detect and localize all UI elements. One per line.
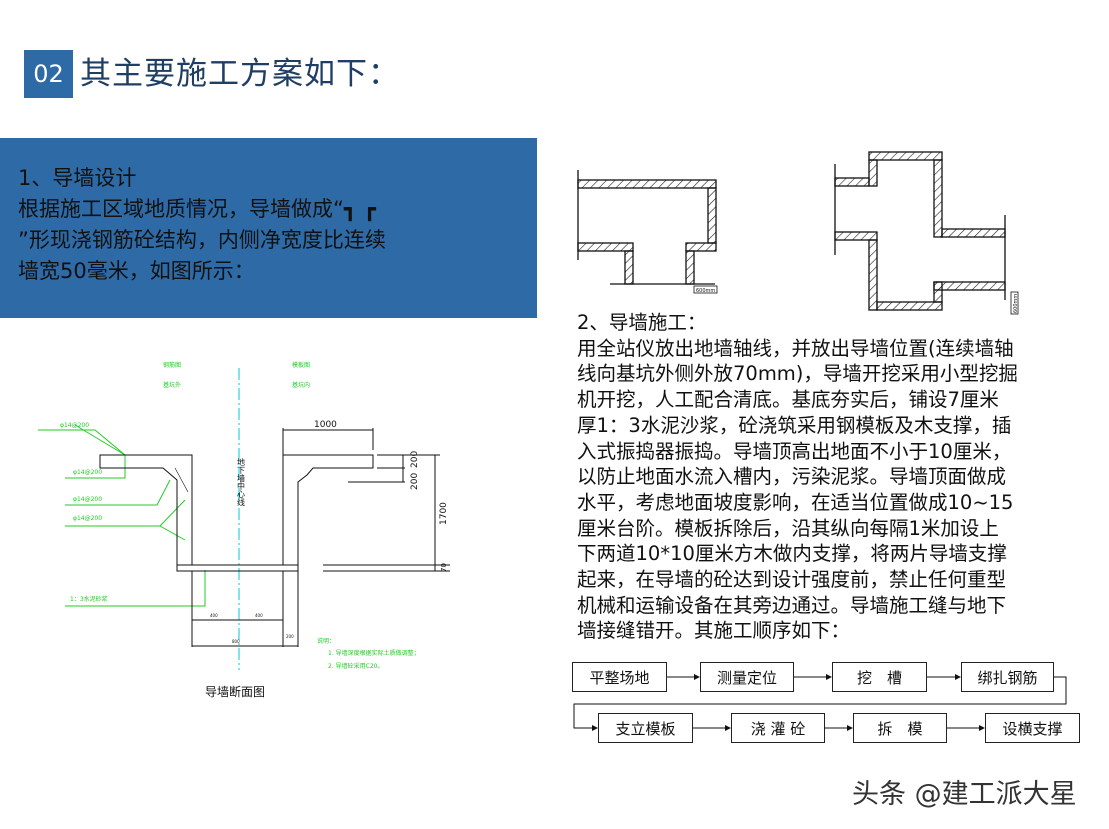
scale-label: 600mm bbox=[1013, 294, 1019, 313]
flow-step: 测量定位 bbox=[700, 662, 794, 692]
guide-wall-design-text: 1、导墙设计 根据施工区域地质情况，导墙做成“┓ ┏ ”形现浇钢筋砼结构，内侧净… bbox=[18, 163, 488, 287]
cross-junction-plan: 600mm bbox=[834, 151, 1019, 315]
text-line: 以防止地面水流入槽内，污染泥浆。导墙顶面做成 bbox=[577, 465, 1007, 489]
guide-wall-plan-drawings: 600mm 600mm bbox=[577, 151, 1019, 315]
flow-step: 设横支撑 bbox=[985, 713, 1080, 743]
note-line: 说明： bbox=[317, 637, 335, 645]
dimension-label: 200 bbox=[410, 451, 420, 468]
rebar-label: φ14@200 bbox=[73, 515, 102, 522]
flow-step: 挖 槽 bbox=[832, 662, 927, 692]
text-line: 2、导墙施工： bbox=[577, 311, 707, 334]
drawing-title: 导墙断面图 bbox=[205, 684, 265, 699]
drawing-label: 基坑内 bbox=[292, 381, 310, 389]
scale-label: 600mm bbox=[696, 288, 715, 294]
drawing-label: 基坑外 bbox=[163, 381, 181, 389]
guide-wall-construction-text: 2、导墙施工： 用全站仪放出地墙轴线，并放出导墙位置(连续墙轴 线向基坑外侧外放… bbox=[577, 310, 1057, 644]
text-line: 厘米台阶。模板拆除后，沿其纵向每隔1米加设上 bbox=[577, 516, 999, 540]
dimension-label: 1700 bbox=[439, 502, 449, 525]
drawing-label: 模板图 bbox=[292, 361, 310, 369]
section-number-badge: 02 bbox=[24, 50, 73, 98]
drawing-label: 钢筋图 bbox=[163, 361, 181, 369]
note-line: 1. 导墙深度根据实际土质做调整； bbox=[328, 649, 420, 657]
dimension-label: 400 bbox=[255, 613, 263, 618]
flow-step: 拆 模 bbox=[853, 713, 947, 743]
text-line: 墙接缝错开。其施工顺序如下： bbox=[577, 619, 851, 643]
text-line: 机开挖，人工配合清底。基底夯实后，铺设7厘米 bbox=[577, 388, 999, 412]
page-title: 其主要施工方案如下： bbox=[80, 56, 400, 92]
mortar-label: 1：3水泥砂浆 bbox=[70, 595, 108, 603]
dimension-label: 1000 bbox=[314, 420, 337, 430]
rebar-label: φ14@200 bbox=[60, 422, 89, 429]
flow-step: 支立模板 bbox=[598, 713, 693, 743]
text-line: 机械和运输设备在其旁边通过。导墙施工缝与地下 bbox=[577, 593, 1007, 617]
flow-step: 绑扎钢筋 bbox=[961, 662, 1054, 692]
dimension-label: 400 bbox=[210, 613, 218, 618]
note-line: 2. 导墙砼采用C20。 bbox=[328, 662, 383, 670]
highlight-panel bbox=[0, 138, 537, 318]
flow-step: 平整场地 bbox=[572, 662, 667, 692]
dimension-label: 200 bbox=[286, 634, 294, 639]
flow-step: 浇 灌 砼 bbox=[731, 713, 825, 743]
text-line: 线向基坑外侧外放70mm)，导墙开挖采用小型挖掘 bbox=[577, 362, 1018, 386]
centerline-label: 地下墙中心线 bbox=[237, 457, 246, 506]
text-line: 厚1：3水泥沙浆，砼浇筑采用钢模板及木支撑，插 bbox=[577, 413, 1012, 437]
watermark: 头条 @建工派大星 bbox=[852, 779, 1077, 810]
rebar-label: φ14@200 bbox=[73, 469, 102, 476]
text-line: 入式振捣器振捣。导墙顶高出地面不小于10厘米， bbox=[577, 439, 1012, 463]
guide-wall-section-drawing: 钢筋图 基坑外 模板图 基坑内 φ14@200 φ14@200 φ14@200 … bbox=[38, 361, 450, 699]
text-line: 水平，考虑地面坡度影响，在适当位置做成10~15 bbox=[577, 490, 1014, 514]
flow-connectors bbox=[573, 674, 1067, 731]
text-line: 1、导墙设计 bbox=[18, 166, 137, 190]
text-line: 墙宽50毫米，如图所示： bbox=[18, 259, 255, 283]
text-line: ”形现浇钢筋砼结构，内侧净宽度比连续 bbox=[18, 228, 386, 252]
text-line: 用全站仪放出地墙轴线，并放出导墙位置(连续墙轴 bbox=[577, 336, 1014, 360]
dimension-label: 70 bbox=[440, 563, 448, 572]
text-line: 根据施工区域地质情况，导墙做成“┓ ┏ bbox=[18, 197, 376, 221]
rebar-label: φ14@200 bbox=[73, 496, 102, 503]
dimension-label: 800 bbox=[232, 639, 240, 644]
text-line: 下两道10*10厘米方木做内支撑，将两片导墙支撑 bbox=[577, 542, 1007, 566]
dimension-label: 200 bbox=[410, 473, 420, 490]
t-junction-plan: 600mm bbox=[577, 170, 718, 294]
text-line: 起来，在导墙的砼达到设计强度前，禁止任何重型 bbox=[577, 568, 1007, 592]
